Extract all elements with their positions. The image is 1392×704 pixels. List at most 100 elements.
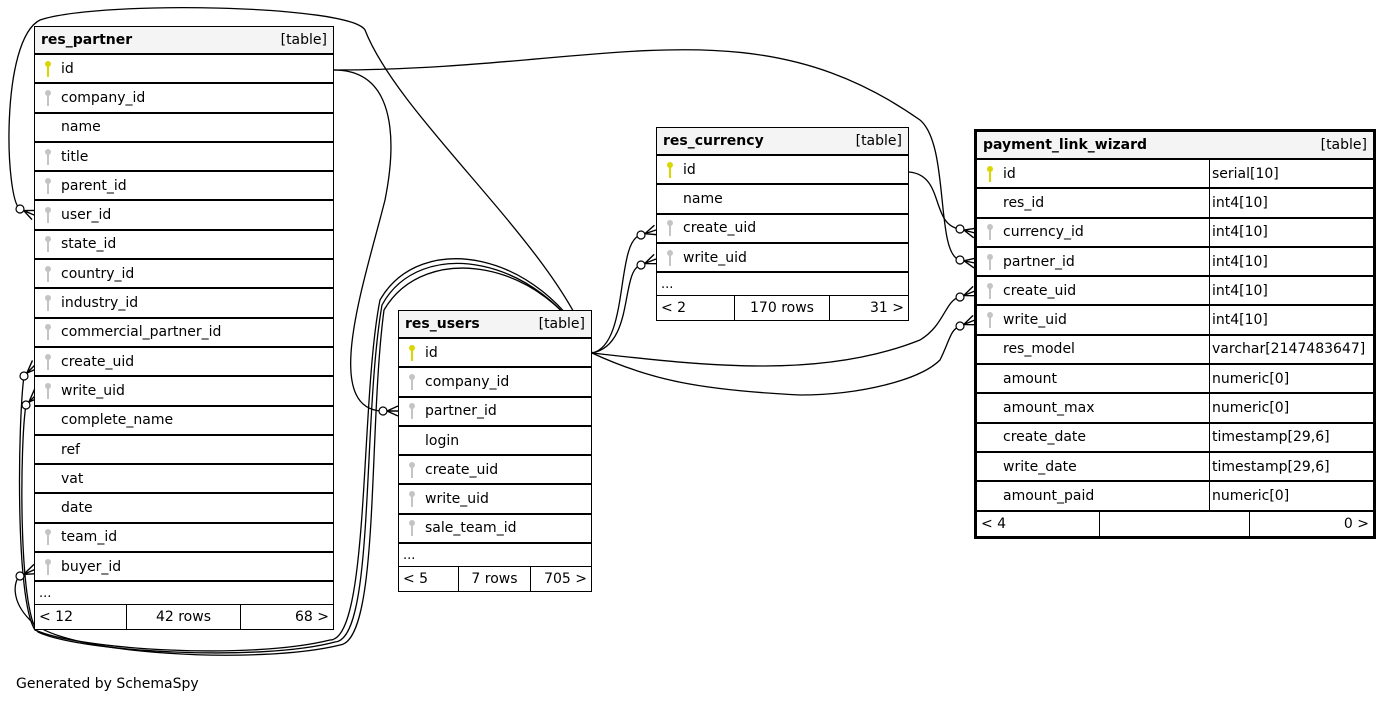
column-type: serial[10] [1209,160,1373,188]
foreign-key-icon [987,224,993,241]
column-row[interactable]: id [35,55,333,85]
crowfoot-many-icon [386,405,399,417]
foreign-key-icon [45,148,51,165]
column-row[interactable]: id [657,156,908,186]
foreign-key-icon [45,295,51,312]
column-row[interactable]: team_id [35,524,333,554]
key-icon-cell-empty [977,453,1003,480]
column-name: partner_id [1003,253,1075,270]
foreign-key-icon [987,253,993,270]
children-count[interactable]: 68 > [294,609,329,626]
crowfoot-res-currency-create-uid [636,224,658,240]
optional-circle-icon [955,292,965,302]
optional-circle-icon [21,400,31,410]
rel-res-currency-write-uid [591,264,642,354]
parents-count[interactable]: < 5 [399,567,459,592]
column-name: complete_name [61,412,174,429]
column-row[interactable]: buyer_id [35,553,333,583]
column-row[interactable]: industry_id [35,289,333,319]
foreign-key-icon-cell [35,84,61,111]
table-header[interactable]: payment_link_wizard[table] [977,132,1373,160]
column-row[interactable]: name [657,185,908,215]
table-name[interactable]: res_users [405,316,480,332]
row-count [1100,511,1251,536]
column-name: create_uid [683,220,757,237]
table-header[interactable]: res_users[table] [399,311,591,339]
column-row[interactable]: partner_id [399,398,591,427]
column-row[interactable]: vat [35,465,333,495]
column-row[interactable]: commercial_partner_id [35,319,333,348]
parents-count[interactable]: < 4 [977,511,1100,536]
table-name[interactable]: res_partner [41,32,133,48]
column-name: industry_id [61,295,139,312]
column-row[interactable]: parent_id [35,172,333,202]
column-row[interactable]: create_uid [35,348,333,378]
column-row[interactable]: write_uid [399,485,591,515]
column-row[interactable]: company_id [399,368,591,398]
column-type: numeric[0] [1209,394,1373,422]
column-type: int4[10] [1209,306,1373,334]
column-row[interactable]: login [399,427,591,457]
column-row[interactable]: ref [35,436,333,466]
column-row[interactable]: create_uid [657,215,908,244]
table-kind: [table] [855,133,902,149]
column-row[interactable]: state_id [35,231,333,261]
column-row[interactable]: complete_name [35,407,333,436]
foreign-key-icon [45,382,51,399]
foreign-key-icon-cell [657,215,683,242]
column-name: sale_team_id [425,520,517,537]
parents-count[interactable]: < 12 [35,605,128,630]
primary-key-icon-cell [35,55,61,82]
column-row[interactable]: write_uid [657,244,908,274]
optional-circle-icon [636,260,646,270]
column-name: login [425,432,460,449]
column-name: team_id [61,529,118,546]
table-name[interactable]: payment_link_wizard [983,137,1148,153]
children-count[interactable]: 0 > [1343,515,1369,532]
column-row[interactable]: title [35,143,333,173]
column-row[interactable]: id [399,339,591,369]
column-name: create_date [1003,429,1087,446]
column-row[interactable]: country_id [35,260,333,290]
column-type: int4[10] [1209,218,1373,246]
column-row[interactable]: date [35,494,333,524]
column-name: company_id [61,89,146,106]
foreign-key-icon [987,312,993,329]
column-row[interactable]: name [35,114,333,143]
column-row[interactable]: company_id [35,84,333,114]
rel-plw-currency-id [908,171,961,230]
optional-circle-icon [15,204,25,214]
column-row[interactable]: user_id [35,201,333,231]
table-header[interactable]: res_partner[table] [35,27,333,55]
column-row[interactable]: sale_team_id [399,515,591,545]
column-name: res_model [1003,341,1075,358]
children-count[interactable]: 705 > [544,571,587,588]
column-name: id [425,344,438,361]
foreign-key-icon-cell [35,289,61,316]
parents-count[interactable]: < 2 [657,296,735,321]
crowfoot-plw-partner-id [955,255,977,269]
table-header[interactable]: res_currency [table] [657,128,908,156]
children-count[interactable]: 31 > [869,300,904,317]
column-name: amount_paid [1003,487,1095,504]
column-row[interactable]: write_uid [35,377,333,407]
column-row[interactable]: create_uid [399,456,591,486]
table-name[interactable]: res_currency [663,133,764,149]
